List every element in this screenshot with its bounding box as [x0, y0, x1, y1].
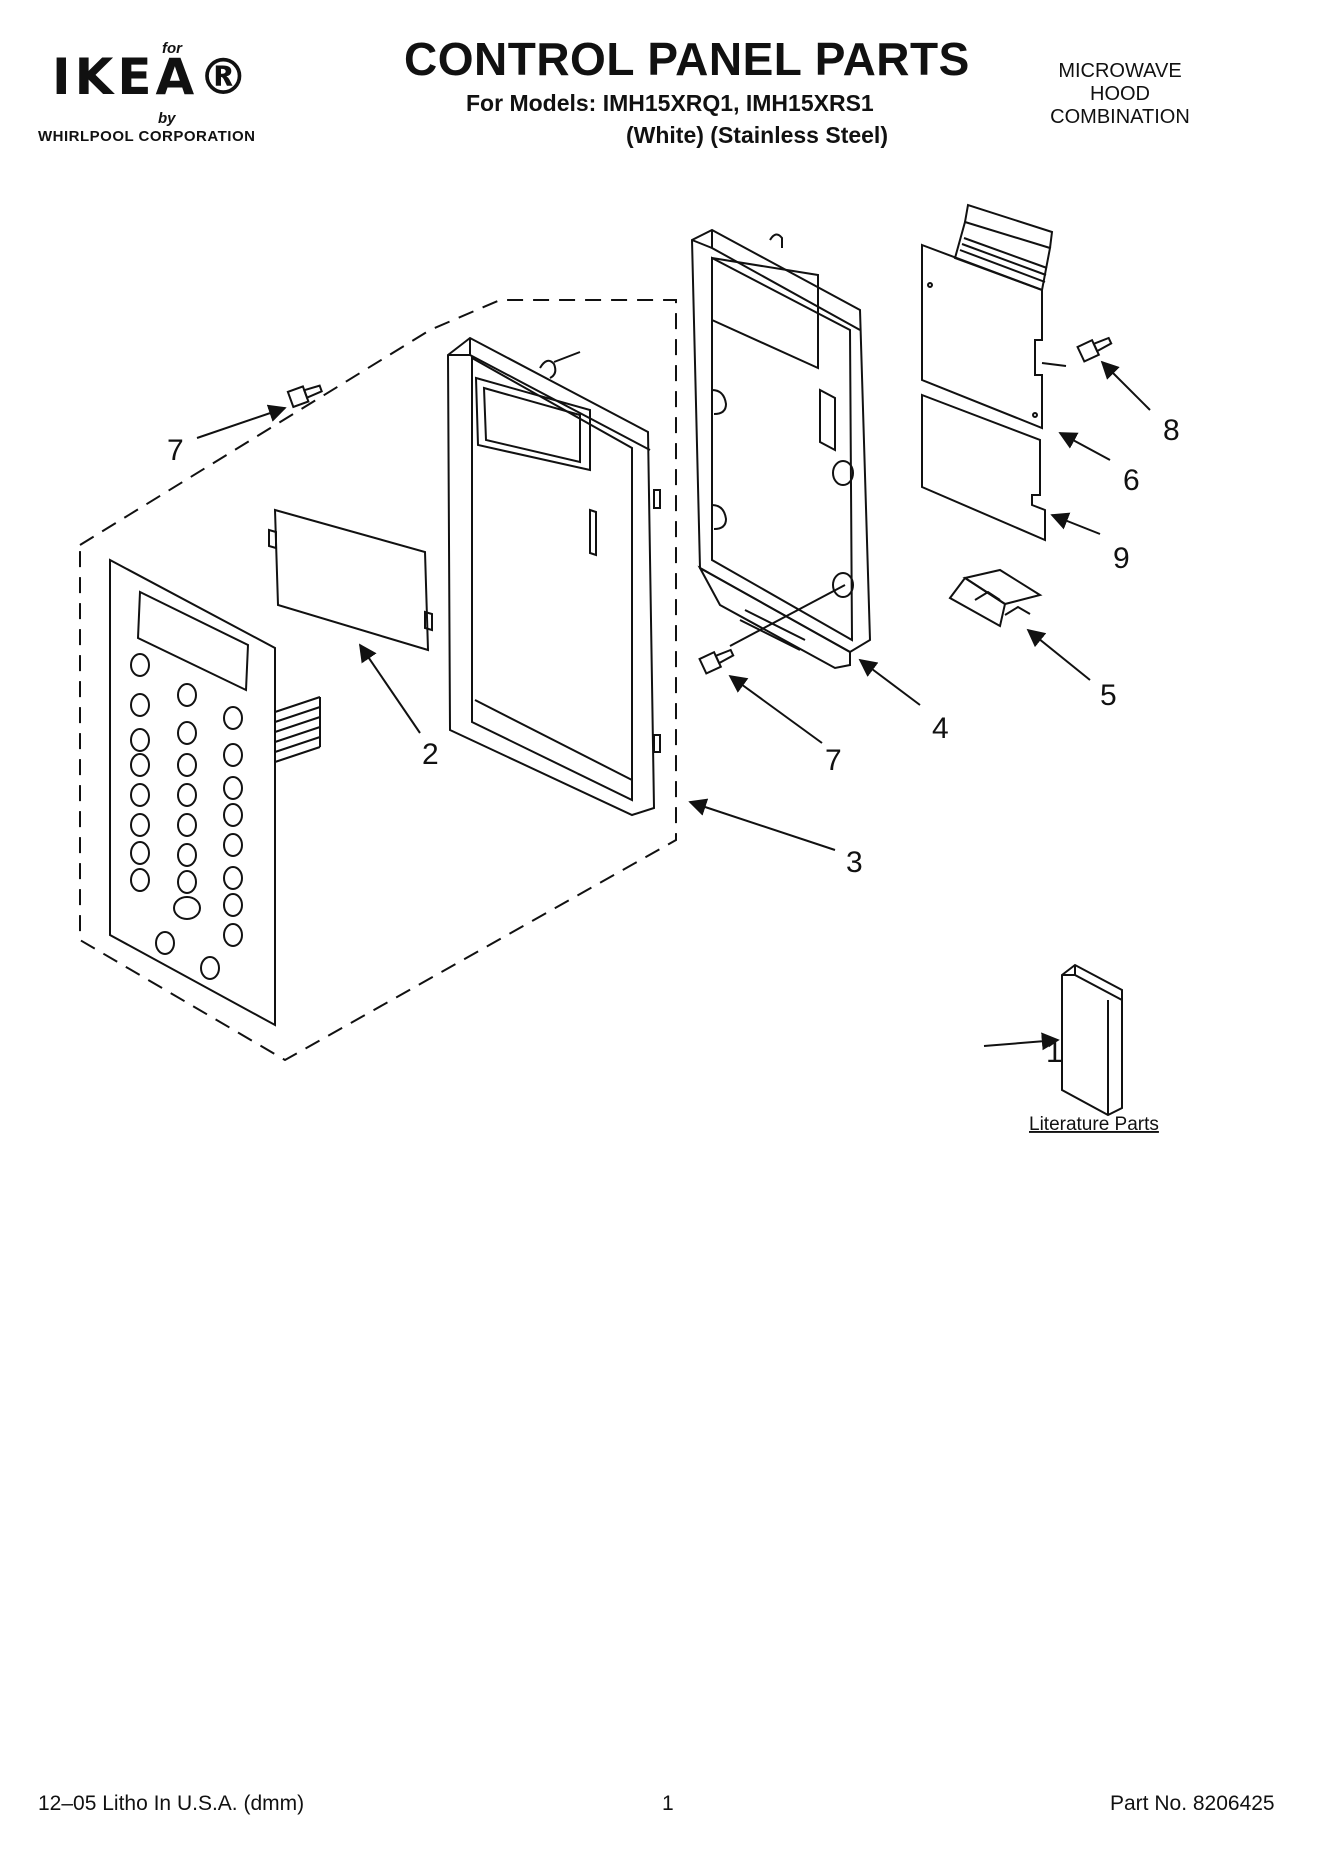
brand-by-text: by — [158, 110, 176, 127]
model-variants: (White) (Stainless Steel) — [626, 122, 888, 148]
page-title: CONTROL PANEL PARTS — [404, 33, 970, 85]
literature-booklet — [1061, 963, 1123, 1117]
brand-corporation: WHIRLPOOL CORPORATION — [38, 128, 256, 145]
literature-parts-label: Literature Parts — [1029, 1114, 1159, 1135]
product-line-3: COMBINATION — [1050, 106, 1190, 128]
print-info: 12–05 Litho In U.S.A. (dmm) — [38, 1792, 305, 1815]
product-line-2: HOOD — [1090, 83, 1150, 105]
callout-4: 4 — [932, 712, 949, 745]
ikea-logo: IKEA® — [52, 48, 253, 106]
callout-7-top: 7 — [167, 434, 184, 467]
brand-for-text: for — [162, 40, 182, 57]
callout-7-middle: 7 — [825, 744, 842, 777]
keypad-buttons — [130, 653, 243, 980]
assembly-dashed-outline — [79, 299, 677, 1062]
callout-1: 1 — [1046, 1036, 1063, 1069]
mounting-bracket — [948, 568, 1043, 628]
leader-lines — [196, 360, 1151, 1051]
circuit-board — [921, 203, 1054, 430]
page-number: 1 — [662, 1792, 674, 1815]
callout-9: 9 — [1113, 542, 1130, 575]
screw-7-top — [286, 384, 323, 409]
screw-8 — [1076, 336, 1113, 363]
model-numbers: For Models: IMH15XRQ1, IMH15XRS1 — [466, 90, 874, 116]
insulator-sheet — [921, 393, 1046, 542]
product-type: MICROWAVE HOOD COMBINATION — [1040, 60, 1200, 129]
display-window-lens — [268, 508, 433, 652]
control-board-housing — [690, 228, 872, 670]
callout-6: 6 — [1123, 464, 1140, 497]
screw-7-middle — [698, 648, 735, 675]
callout-2: 2 — [422, 738, 439, 771]
product-line-1: MICROWAVE — [1058, 60, 1182, 82]
keypad-membrane — [109, 558, 321, 1027]
part-number: Part No. 8206425 — [1110, 1792, 1275, 1815]
callout-5: 5 — [1100, 679, 1117, 712]
callout-8: 8 — [1163, 414, 1180, 447]
control-panel-frame — [446, 336, 661, 817]
callout-3: 3 — [846, 846, 863, 879]
